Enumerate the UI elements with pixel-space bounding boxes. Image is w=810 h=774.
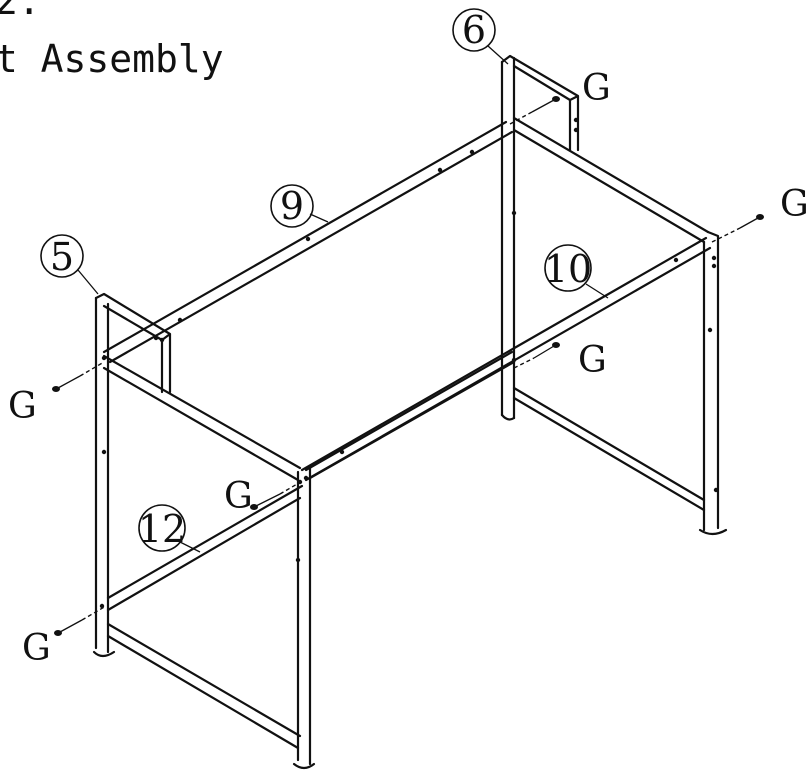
- callout-part-9: 9: [270, 184, 329, 228]
- callout-label-5: 5: [50, 235, 74, 279]
- part-10-rail: [300, 236, 712, 482]
- callout-part-5: 5: [40, 234, 99, 295]
- screw-g-left-top: [52, 361, 105, 392]
- screw-g-center: [250, 479, 305, 510]
- left-frame: [92, 292, 302, 750]
- callout-part-12: 12: [138, 504, 201, 553]
- g-label-top-right: G: [582, 68, 611, 109]
- middle-lower-rail: [304, 350, 516, 480]
- g-label-middle-right: G: [578, 340, 607, 381]
- front-left-leg: [292, 466, 316, 770]
- part-12-rail: [106, 484, 304, 612]
- step-title: st Assembly: [0, 37, 224, 81]
- step-number: 02:: [0, 0, 41, 23]
- g-label-center: G: [224, 476, 253, 517]
- callout-label-10: 10: [544, 247, 592, 291]
- back-right-frame: [500, 54, 728, 536]
- callout-label-9: 9: [280, 184, 304, 228]
- screw-g-middle-right: [513, 342, 560, 369]
- g-label-left-bottom: G: [22, 628, 51, 669]
- screw-g-far-right: [711, 214, 764, 243]
- g-label-far-right: G: [780, 184, 809, 225]
- callout-part-6: 6: [452, 8, 509, 65]
- callout-label-12: 12: [138, 507, 186, 551]
- callout-label-6: 6: [462, 8, 486, 52]
- screw-g-left-bottom: [54, 605, 107, 636]
- screw-g-top-right: [509, 96, 560, 125]
- part-9-rail: [102, 120, 514, 364]
- g-label-left-top: G: [8, 386, 37, 427]
- callout-part-10: 10: [544, 244, 609, 299]
